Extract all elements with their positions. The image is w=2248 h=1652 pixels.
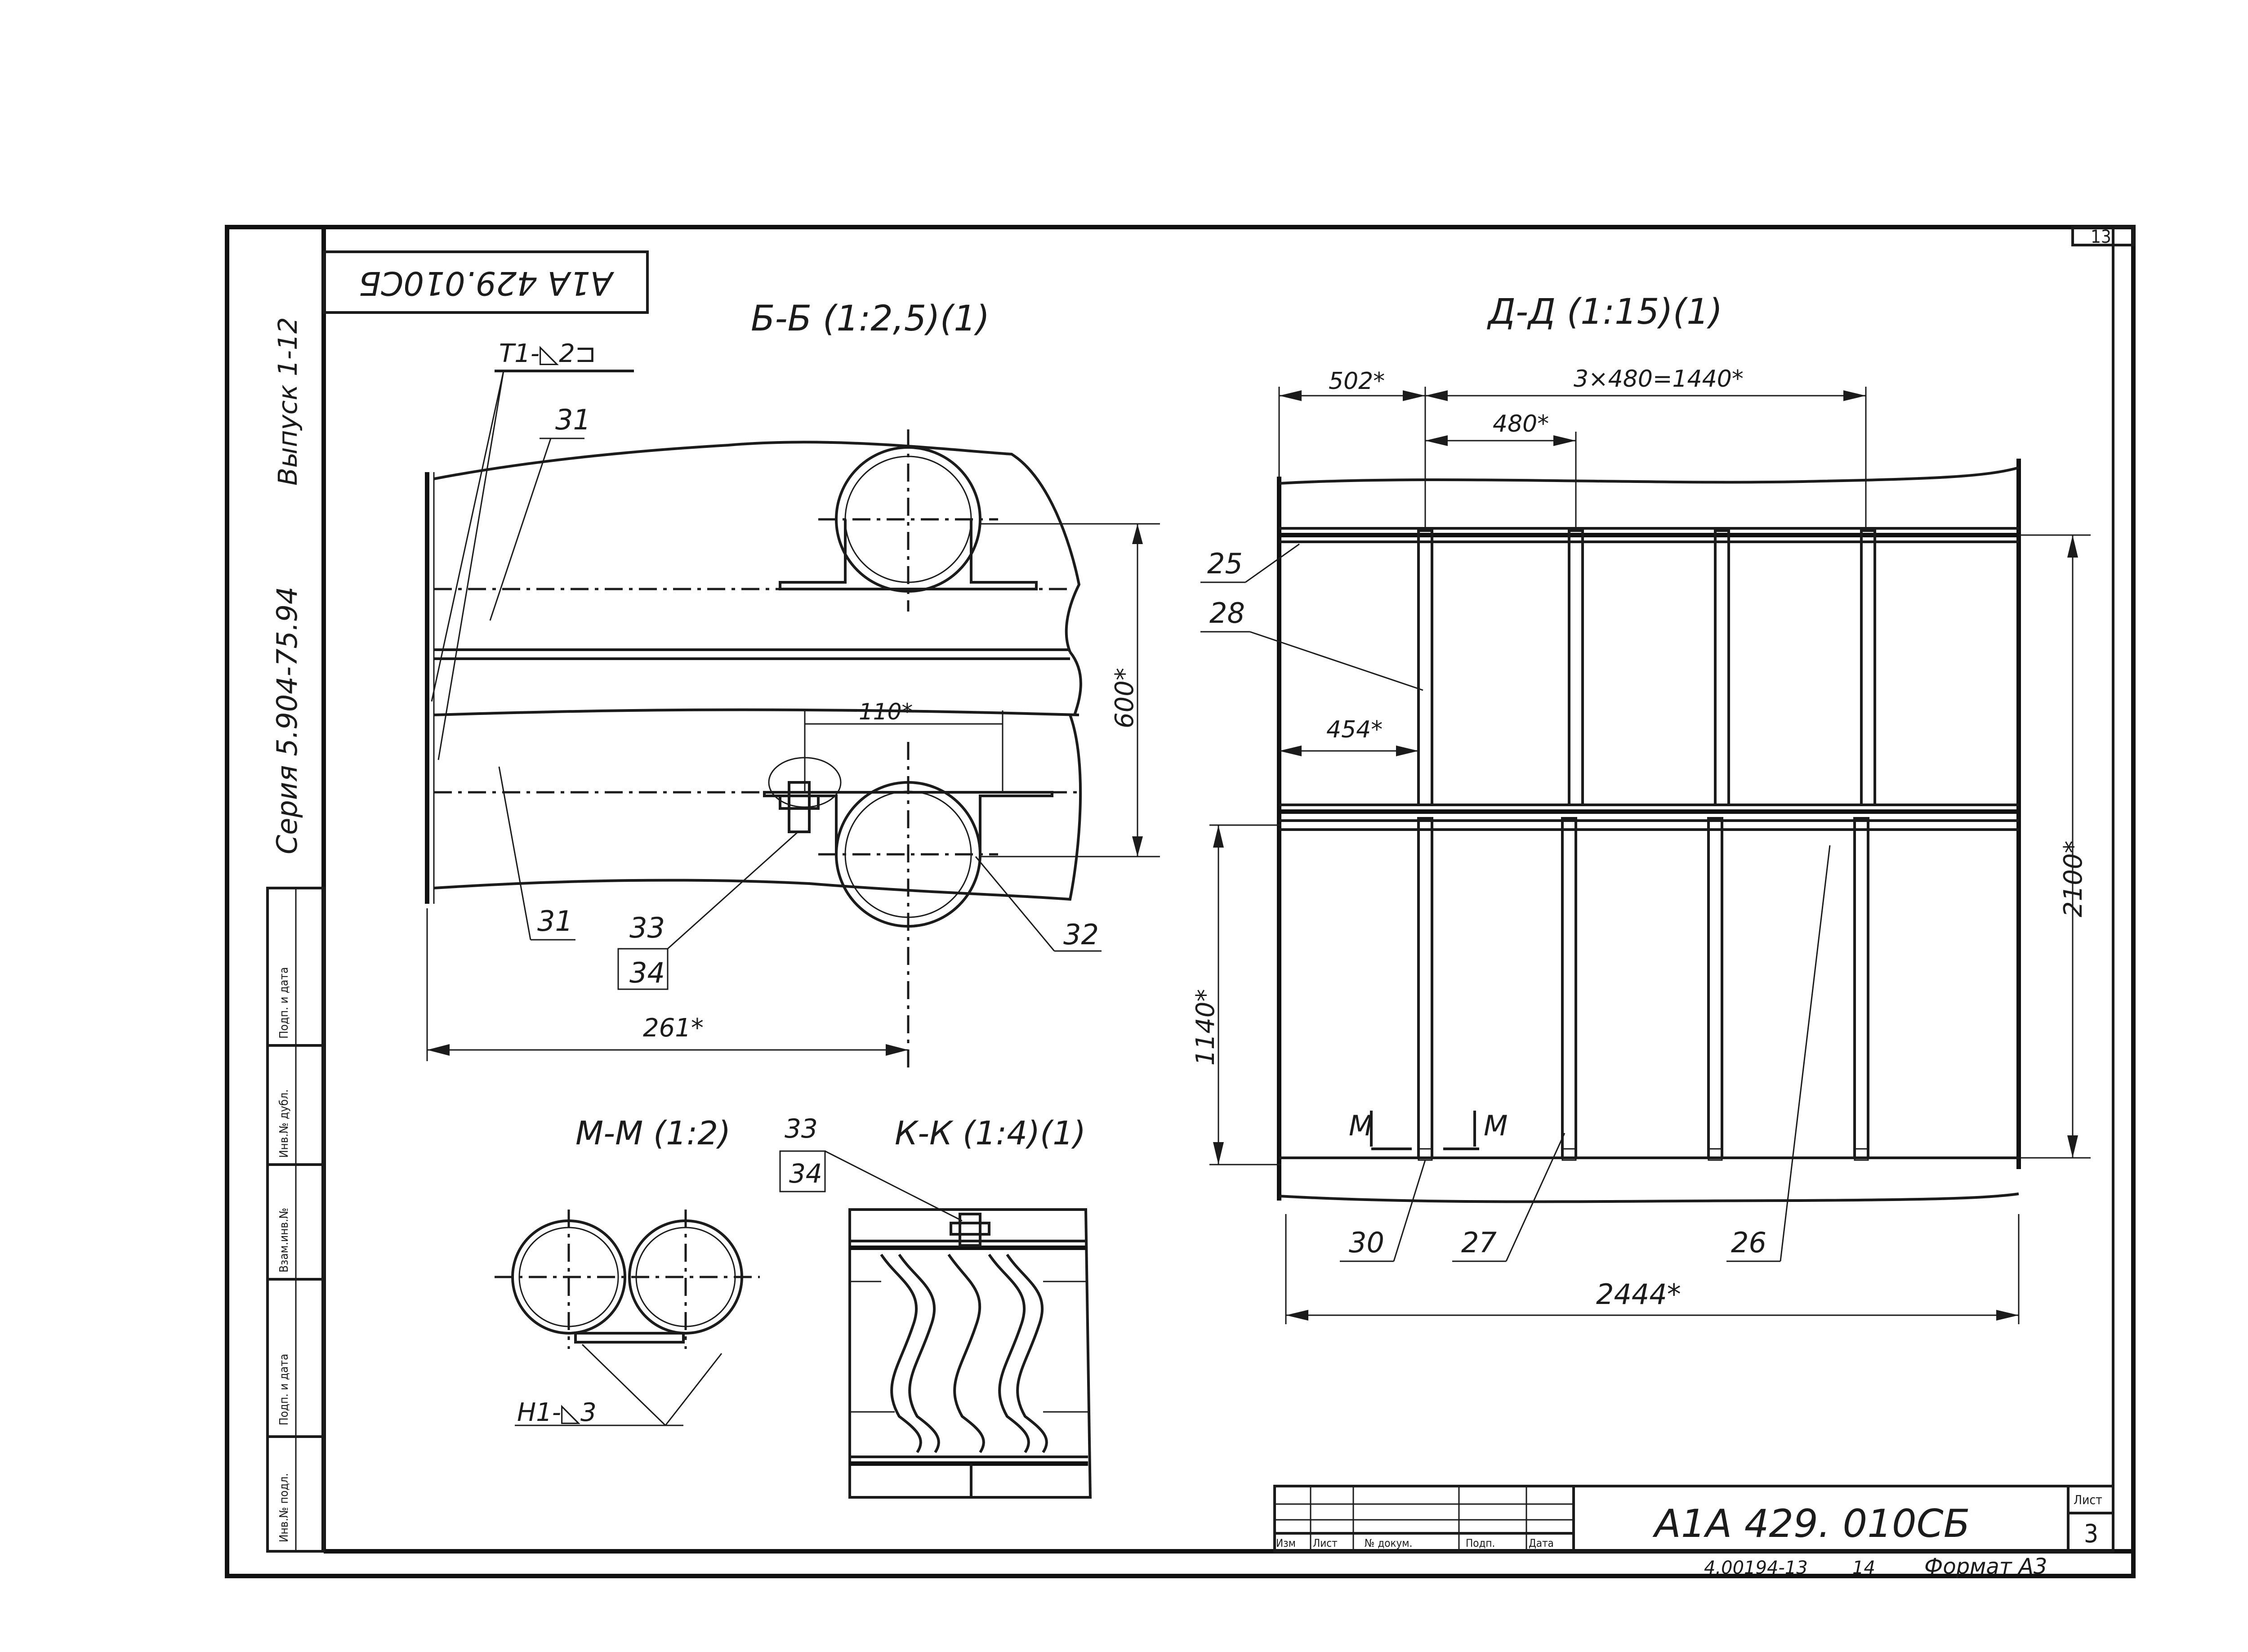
dd-title: Д-Д (1:15)(1) [1487, 292, 1722, 332]
strip-label-2: Подп. и дата [277, 1354, 291, 1425]
bb-callout-32: 32 [1063, 918, 1099, 951]
sheet-number: 3 [2084, 1519, 2098, 1549]
bb-title: Б-Б (1:2,5)(1) [751, 299, 990, 339]
dd-dim-1140: 1140* [1191, 989, 1220, 1066]
outer-frame [225, 225, 2136, 1578]
rotated-code: А1А 429.010СБ [359, 264, 615, 302]
strip-label-1: Инв.№ подл. [277, 1473, 291, 1542]
dd-dim-454: 454* [1326, 716, 1383, 743]
strip-label-4: Инв.№ дубл. [277, 1089, 291, 1158]
col-list: Лист [1313, 1537, 1338, 1549]
mm-title: М-М (1:2) [575, 1114, 731, 1152]
sheet-label: Лист [2074, 1492, 2102, 1507]
dd-section-mark-right: М [1484, 1109, 1508, 1142]
dd-dim-2100: 2100* [2059, 840, 2088, 917]
doc-code: А1А 429. 010СБ [1652, 1501, 1970, 1546]
dd-dim-2444: 2444* [1596, 1278, 1681, 1311]
rotated-code-box [322, 250, 649, 314]
kk-callout-34: 34 [789, 1158, 822, 1189]
page-number-box [2071, 226, 2135, 246]
format-label: Формат А3 [1924, 1554, 2047, 1579]
dd-dim-480: 480* [1493, 411, 1549, 438]
bb-dim-600: 600* [1110, 668, 1139, 728]
dd-section-mark-left: М [1349, 1109, 1373, 1142]
bb-callout-31b: 31 [537, 905, 573, 938]
bb-callout-33: 33 [629, 911, 665, 944]
bb-dim-110: 110* [859, 699, 913, 725]
bb-weld: Т1-◺2⊐ [499, 339, 596, 368]
view-kk: К-К (1:4)(1) 33 34 [779, 1113, 1092, 1499]
dd-dim-502: 502* [1329, 368, 1385, 395]
dd-dim-1440: 3×480=1440* [1574, 366, 1744, 393]
dd-callout-25: 25 [1207, 547, 1243, 580]
dd-callout-27: 27 [1461, 1226, 1497, 1259]
view-dd: Д-Д (1:15)(1) [1191, 292, 2091, 1324]
issue-label: Выпуск 1-12 [272, 317, 303, 486]
view-mm: М-М (1:2) Н1-◺3 [495, 1114, 760, 1427]
series-label: Серия 5.904-75.94 [271, 587, 303, 854]
bb-callout-34: 34 [629, 956, 665, 989]
copy-number: 14 [1852, 1558, 1875, 1578]
view-bb: Б-Б (1:2,5)(1) Т1-◺2⊐ [425, 299, 1160, 1070]
bb-dim-261: 261* [643, 1014, 704, 1043]
archive-number: 4.00194-13 [1704, 1558, 1808, 1578]
strip-label-5: Подп. и дата [277, 967, 291, 1039]
title-block: Изм Лист № докум. Подп. Дата А1А 429. 01… [1273, 1485, 2114, 1553]
dd-callout-30: 30 [1349, 1226, 1384, 1259]
page-number: 13 [2091, 227, 2111, 247]
dd-callout-28: 28 [1209, 597, 1245, 630]
dd-callout-26: 26 [1731, 1226, 1766, 1259]
mm-weld: Н1-◺3 [517, 1398, 597, 1427]
col-doc: № докум. [1365, 1537, 1412, 1549]
col-date: Дата [1529, 1537, 1554, 1549]
kk-callout-33: 33 [785, 1113, 818, 1144]
bb-callout-31a: 31 [555, 403, 591, 436]
strip-label-3: Взам.инв.№ [277, 1208, 291, 1272]
col-sign: Подп. [1466, 1537, 1495, 1549]
kk-title: К-К (1:4)(1) [895, 1114, 1086, 1152]
col-izm: Изм [1276, 1537, 1296, 1549]
